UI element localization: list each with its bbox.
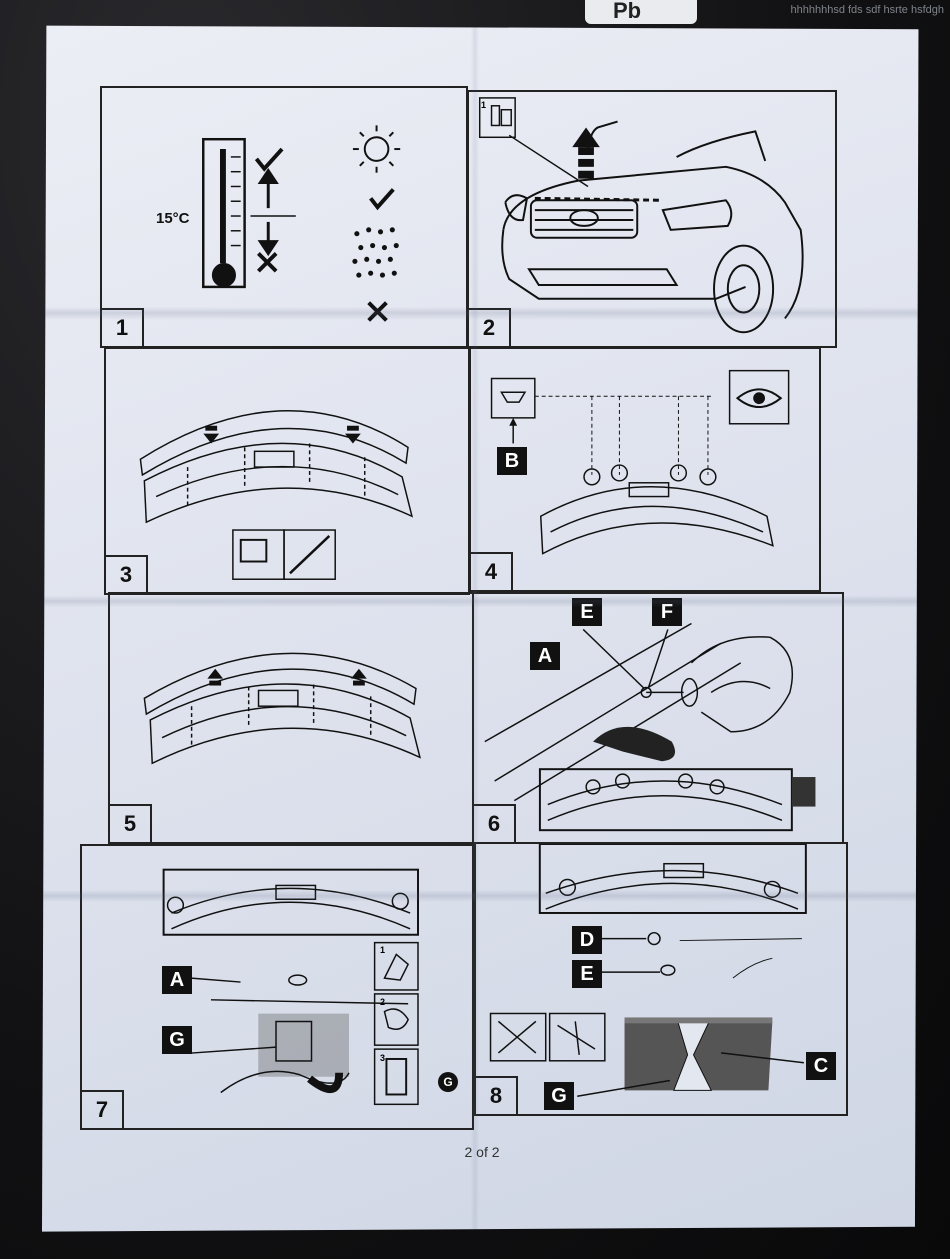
- panel-number: 6: [474, 804, 516, 842]
- label-e: E: [572, 960, 602, 988]
- page-indicator: 2 of 2: [464, 1144, 500, 1160]
- label-f: F: [652, 598, 682, 626]
- clip-position-illustration: [490, 369, 790, 555]
- step-number: 3: [380, 1053, 386, 1063]
- check-icon: [369, 188, 395, 211]
- panel-2-step-number: 1: [481, 100, 487, 110]
- deflector-placement-illustration: [139, 410, 414, 580]
- panel-5: 5: [108, 592, 474, 844]
- panel-7: 1 2 3 A G G 7: [80, 844, 474, 1130]
- panel-number: 7: [82, 1090, 124, 1128]
- label-e: E: [572, 598, 602, 626]
- label-a: A: [530, 642, 560, 670]
- check-icon: [254, 147, 284, 172]
- paper-tag: Pb: [585, 0, 697, 24]
- arrow-up-icon: [257, 168, 279, 209]
- panel-6: E F A 6: [472, 592, 844, 844]
- label-d: D: [572, 926, 602, 954]
- step-number: 1: [380, 945, 386, 955]
- thermometer-icon: [202, 137, 246, 289]
- arrow-down-icon: [257, 221, 279, 257]
- cleaning-kit-icon: [478, 97, 516, 139]
- label-c: C: [806, 1052, 836, 1080]
- instruction-sheet: 15°C 1: [42, 25, 919, 1232]
- car-front-illustration: [478, 97, 804, 334]
- panel-number: 1: [102, 308, 144, 346]
- label-a: A: [162, 966, 192, 994]
- label-g: G: [162, 1026, 192, 1054]
- sun-icon: [352, 125, 401, 173]
- panel-number: 2: [469, 308, 511, 346]
- temperature-weather-illustration: [202, 125, 401, 322]
- deflector-fit-illustration: [143, 652, 422, 765]
- panel-4: B 4: [469, 347, 821, 592]
- clip-insertion-illustration: [484, 622, 816, 832]
- label-g: G: [544, 1082, 574, 1110]
- fastener-detail-illustration: [489, 844, 807, 1097]
- temperature-label: 15°C: [156, 210, 190, 227]
- panel-3: 3: [104, 347, 470, 595]
- label-g-circle: G: [438, 1072, 458, 1092]
- rain-icon: [352, 227, 399, 278]
- cross-icon: [367, 301, 388, 322]
- panel-number: 8: [476, 1076, 518, 1114]
- panel-1: 15°C 1: [100, 86, 468, 348]
- panel-8: D E C G 8: [474, 842, 848, 1116]
- arrow-up-icon: [207, 668, 367, 686]
- panel-number: 3: [106, 555, 148, 593]
- cross-icon: [257, 252, 278, 273]
- label-b: B: [497, 447, 527, 475]
- step-number: 2: [380, 997, 386, 1007]
- adhesive-application-illustration: [162, 868, 419, 1106]
- arrow-down-icon: [203, 425, 361, 444]
- panel-number: 5: [110, 804, 152, 842]
- arrow-up-icon: [572, 127, 600, 179]
- panel-number: 4: [471, 552, 513, 590]
- eye-icon: [728, 369, 790, 425]
- watermark-text: hhhhhhhsd fds sdf hsrte hsfdgh: [790, 4, 945, 16]
- panel-2: 1 2: [467, 90, 837, 348]
